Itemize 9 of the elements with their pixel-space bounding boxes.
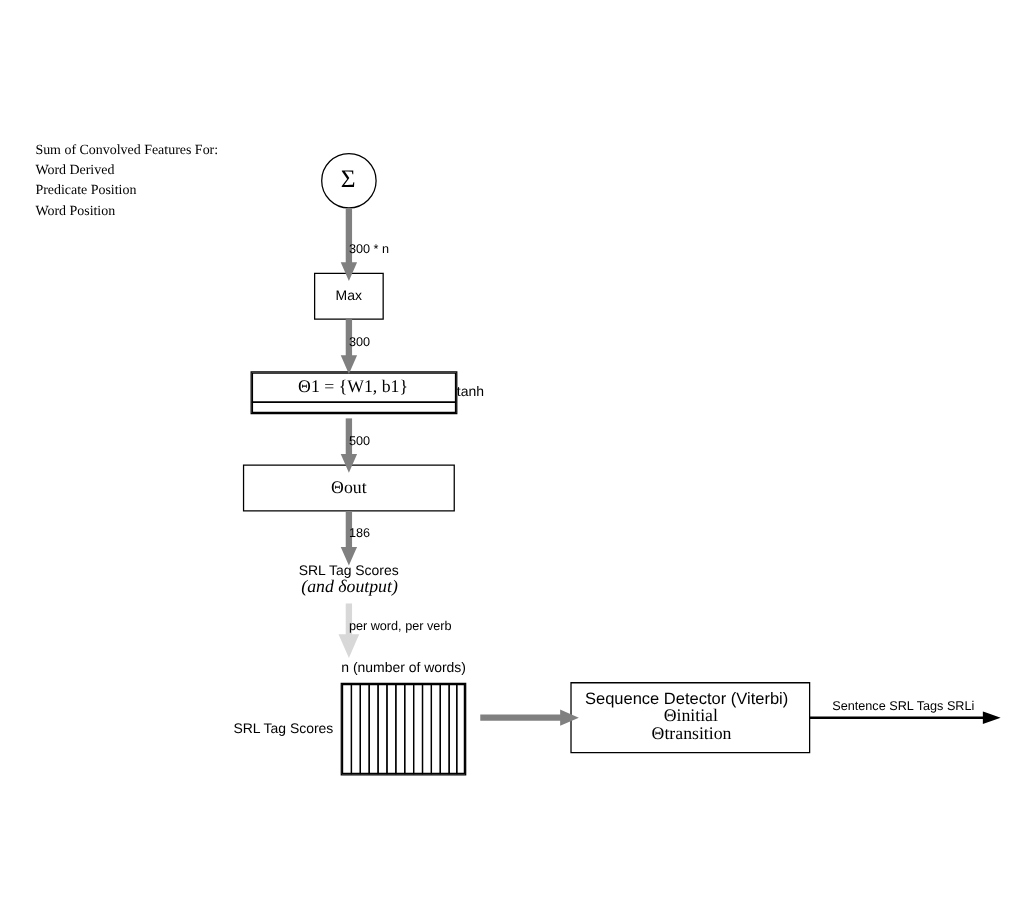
arrow bbox=[480, 708, 579, 725]
node-circle: Σ bbox=[321, 151, 377, 208]
arrow bbox=[340, 207, 358, 281]
arrow bbox=[809, 710, 1001, 723]
arrow bbox=[338, 602, 360, 657]
arrow bbox=[340, 510, 358, 565]
node-box: Θout bbox=[242, 463, 455, 511]
arrow bbox=[340, 318, 358, 373]
arrow bbox=[340, 417, 358, 472]
